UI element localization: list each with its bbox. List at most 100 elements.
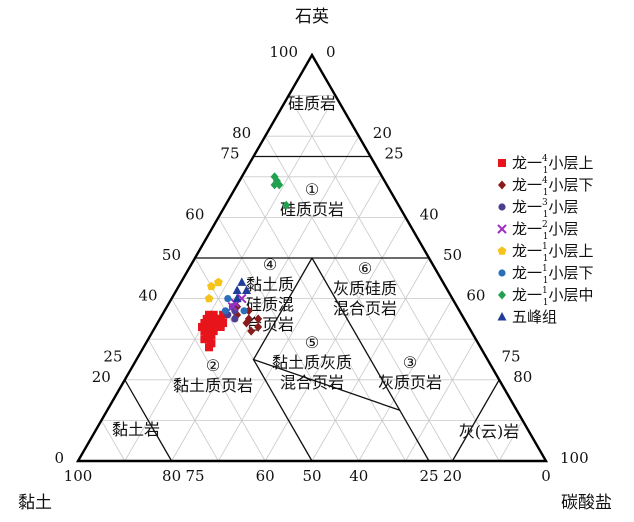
data-point [270,172,279,182]
left-tick-label: 60 [185,205,204,223]
data-point [232,293,242,303]
data-point [198,323,206,331]
bottom-tick-label: 60 [256,467,275,485]
legend-marker [498,203,506,211]
data-point [214,277,223,287]
boundary-line [451,379,500,462]
grid-lines [101,95,523,462]
bottom-tick-label: 75 [185,467,204,485]
bottom-tick-label: 20 [443,467,462,485]
data-point [254,314,263,324]
grid-line-carbonate [498,419,523,462]
right-tick-label: 80 [513,368,532,386]
cross-stroke [497,224,507,234]
data-point [216,314,225,323]
corner-label-top: 石英 [295,7,329,27]
grid-line-clay [101,419,126,462]
bottom-tick-label: 25 [419,467,438,485]
data-point [204,294,214,303]
right-tick-label: 0 [326,43,336,61]
corner-label-left: 黏土 [18,493,52,513]
grid-line-clay [147,338,219,462]
data-point [205,310,213,319]
boundary-line [252,257,313,361]
grid-line-carbonate [217,176,383,462]
left-tick-label: 75 [220,145,239,163]
data-point [270,180,279,190]
region-label: 灰(云)岩 [459,422,520,441]
classification-boundaries [124,155,500,462]
data-point [212,314,221,323]
data-point [207,339,216,348]
data-point [237,277,247,286]
left-tick-label: 25 [103,348,122,366]
data-point [209,327,218,336]
grid-line-carbonate [358,298,453,462]
data-point [205,335,213,344]
left-tick-label: 40 [139,287,158,305]
data-point [247,326,256,336]
right-tick-label: 40 [420,205,439,223]
triangle-outline [75,52,549,463]
legend-marker [497,224,507,234]
region-label: 硅质岩 [288,94,336,113]
legend-marker [497,312,507,321]
data-point [202,314,211,323]
grid-line-clay [241,176,407,462]
bottom-tick-label: 40 [349,467,368,485]
boundary-line [124,379,173,462]
region-label: 黏土岩 [112,420,160,439]
boundary-line [311,257,401,411]
bottom-tick-label: 0 [541,467,551,485]
legend-marker [498,159,506,167]
data-point [224,295,232,303]
corner-label-right: 碳酸盐 [561,493,612,513]
left-tick-label: 80 [232,124,251,142]
data-point [244,314,253,324]
data-point [212,323,221,331]
data-point [207,281,216,291]
data-point [207,314,216,323]
data-point [227,302,237,312]
legend-marker [497,246,507,255]
data-point [209,310,218,319]
bottom-tick-label: 50 [302,467,321,485]
bottom-tick-label: 100 [64,467,93,485]
boundary-line [252,358,401,411]
data-point [275,180,284,190]
legend-marker [498,290,506,300]
legend-marker [498,269,506,277]
boundary-line [399,409,430,462]
data-point [219,319,228,327]
data-point [221,307,229,315]
left-tick-label: 20 [92,368,111,386]
triangle-border [75,52,549,463]
right-tick-label: 20 [373,124,392,142]
cross-stroke [227,302,237,312]
legend-marker [498,180,506,190]
data-point [200,335,209,344]
data-point [241,285,251,294]
data-point [231,315,239,323]
data-point [254,322,263,332]
data-point [282,200,291,210]
data-point [240,307,248,315]
right-tick-label: 60 [466,287,485,305]
left-tick-label: 0 [54,449,64,467]
grid-line-clay [171,298,266,462]
right-tick-label: 25 [385,145,404,163]
right-tick-label: 75 [502,348,521,366]
